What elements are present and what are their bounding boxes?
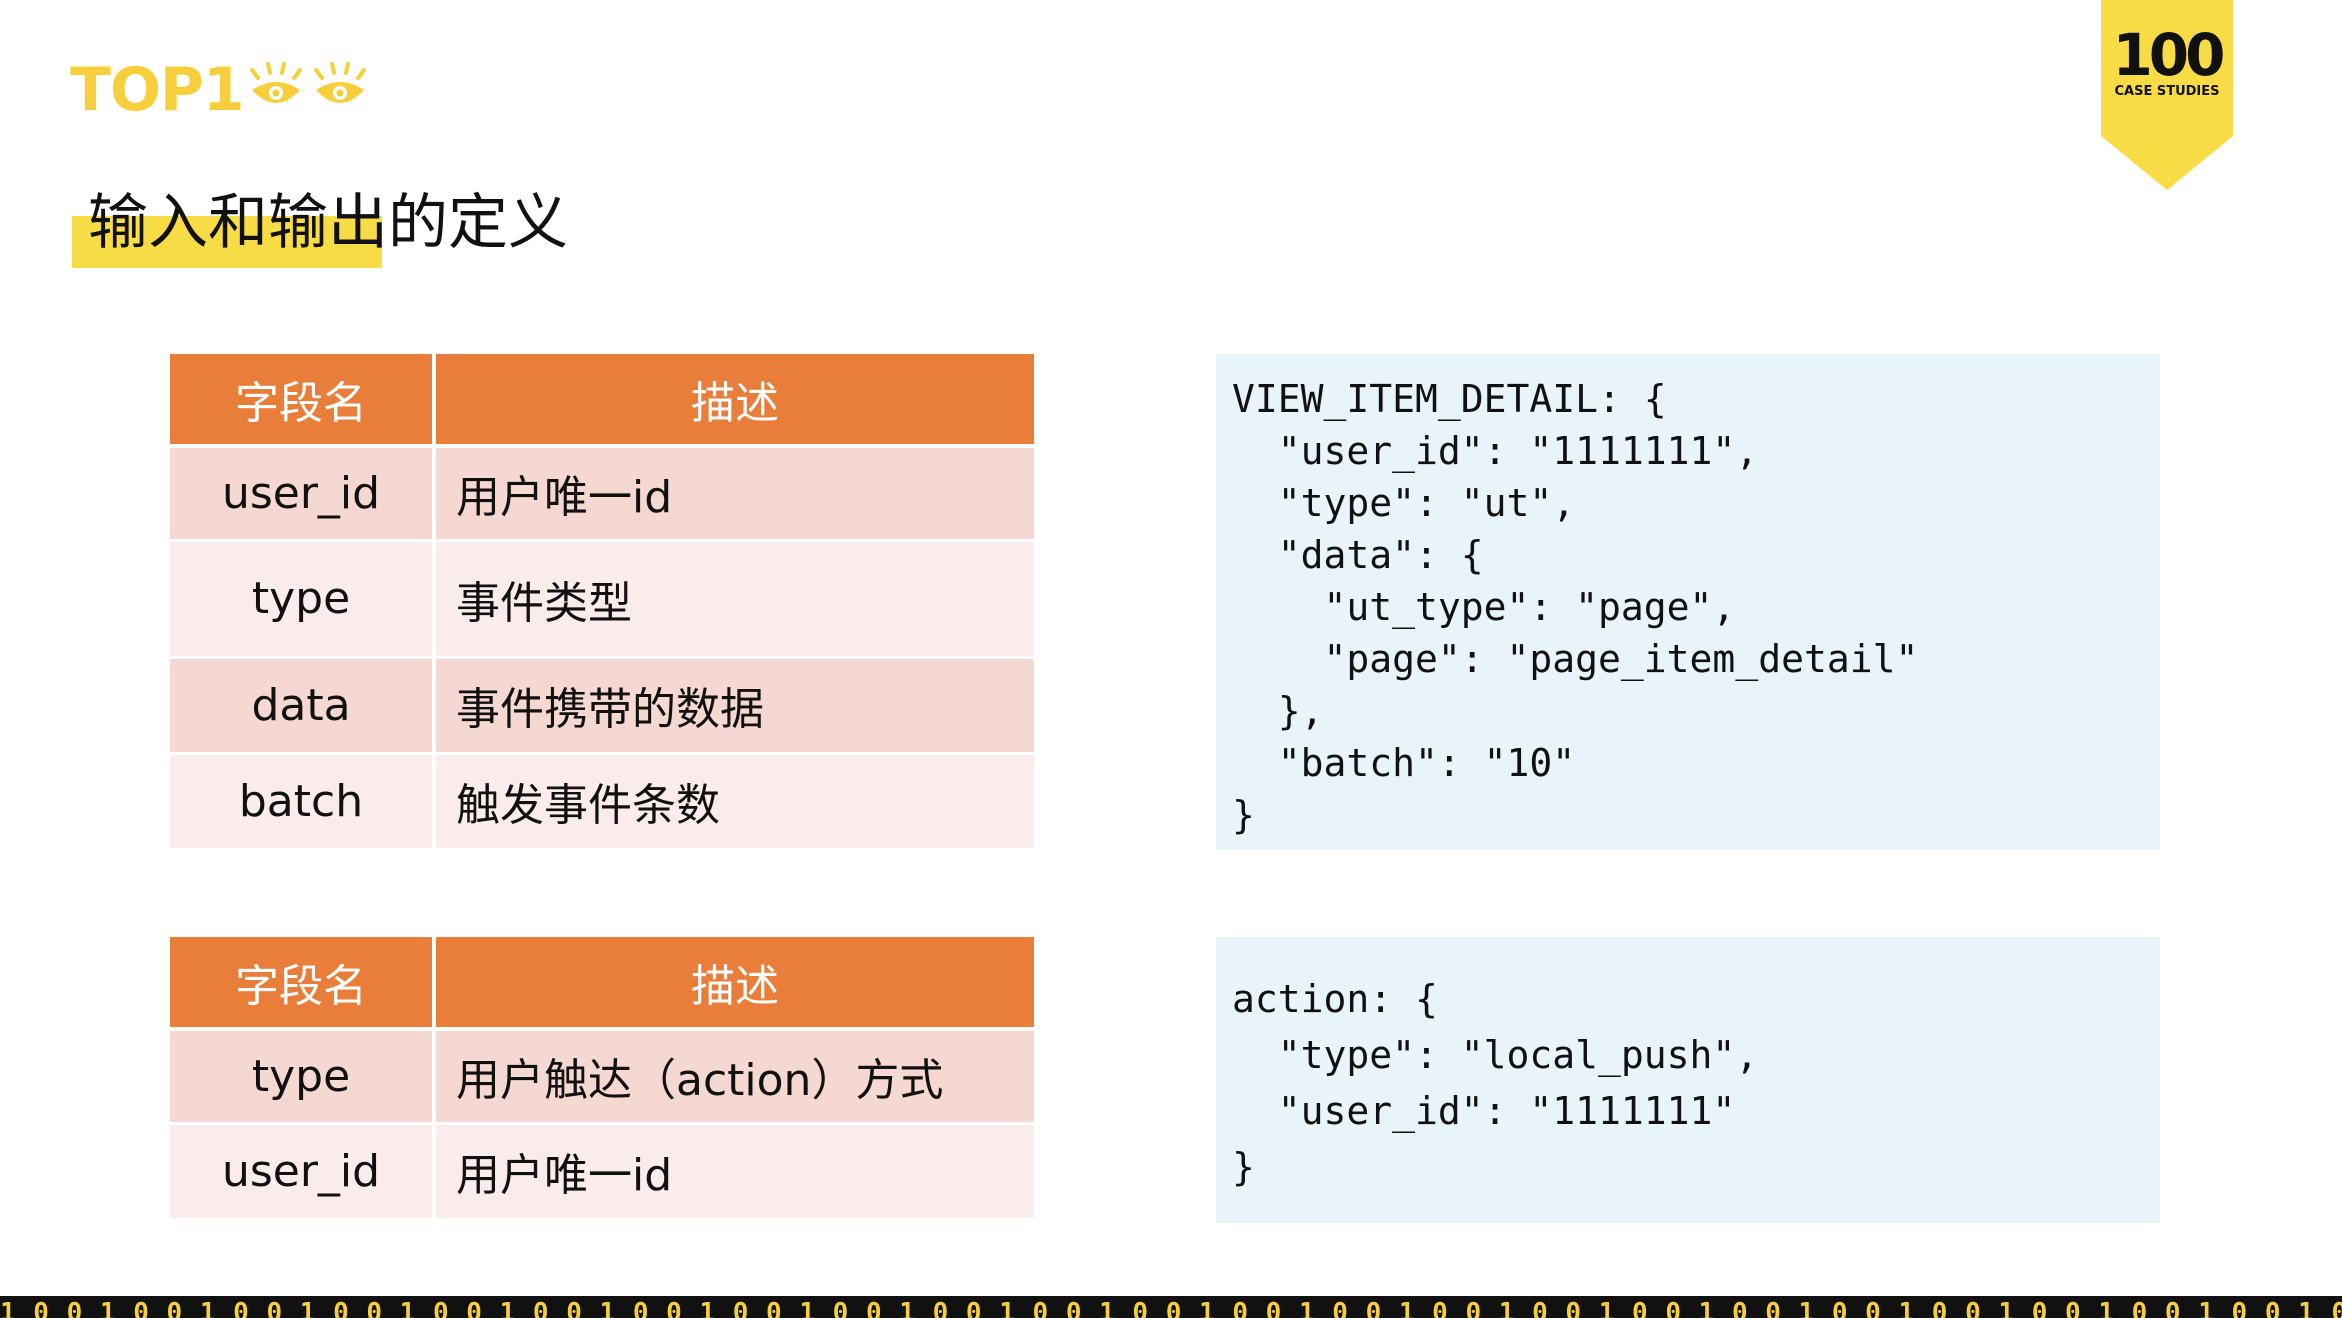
table-row: data 事件携带的数据 — [170, 657, 1034, 755]
field-name-cell: type — [170, 540, 436, 659]
title-highlight — [72, 216, 382, 268]
table-row: user_id 用户唯一id — [170, 446, 1034, 542]
output-example-code: action: { "type": "local_push", "user_id… — [1232, 977, 1759, 1189]
field-description-cell: 事件类型 — [434, 540, 1034, 659]
badge-number: 100 — [2112, 21, 2225, 89]
column-header-description: 描述 — [434, 937, 1034, 1031]
field-description-cell: 触发事件条数 — [434, 753, 1034, 851]
field-name-cell: type — [170, 1029, 436, 1125]
badge-shape-icon — [2101, 0, 2233, 190]
column-header-description: 描述 — [434, 354, 1034, 448]
field-description-cell: 用户唯一id — [434, 446, 1034, 542]
field-name-cell: batch — [170, 753, 436, 851]
input-example-code: VIEW_ITEM_DETAIL: { "user_id": "1111111"… — [1232, 377, 1919, 837]
case-studies-badge: 100 CASE STUDIES — [2101, 0, 2233, 190]
table-header-row: 字段名 描述 — [170, 354, 1034, 448]
column-header-field-name: 字段名 — [170, 937, 436, 1031]
output-fields-table: 字段名 描述 type 用户触达（action）方式 user_id 用户唯一i… — [170, 937, 1034, 1221]
field-name-cell: user_id — [170, 446, 436, 542]
column-header-field-name: 字段名 — [170, 354, 436, 448]
table-header-row: 字段名 描述 — [170, 937, 1034, 1031]
page-title: 输入和输出的定义 — [88, 188, 568, 258]
input-example-code-block: VIEW_ITEM_DETAIL: { "user_id": "1111111"… — [1216, 354, 2160, 850]
field-description-cell: 用户唯一id — [434, 1123, 1034, 1221]
input-fields-table: 字段名 描述 user_id 用户唯一id type 事件类型 data 事件携… — [170, 354, 1034, 851]
brand-logo: TOP1 — [70, 60, 374, 120]
eyes-icon — [249, 62, 366, 103]
logo-text: TOP1 — [70, 55, 245, 125]
field-description-cell: 用户触达（action）方式 — [434, 1029, 1034, 1125]
table-row: user_id 用户唯一id — [170, 1123, 1034, 1221]
output-example-code-block: action: { "type": "local_push", "user_id… — [1216, 937, 2160, 1223]
table-row: type 用户触达（action）方式 — [170, 1029, 1034, 1125]
field-name-cell: user_id — [170, 1123, 436, 1221]
field-description-cell: 事件携带的数据 — [434, 657, 1034, 755]
badge-subtitle: CASE STUDIES — [2114, 84, 2220, 99]
table-row: batch 触发事件条数 — [170, 753, 1034, 851]
field-name-cell: data — [170, 657, 436, 755]
binary-footer-strip: 1 0 0 1 0 0 1 0 0 1 0 0 1 0 0 1 0 0 1 0 … — [0, 1296, 2342, 1318]
table-row: type 事件类型 — [170, 540, 1034, 659]
